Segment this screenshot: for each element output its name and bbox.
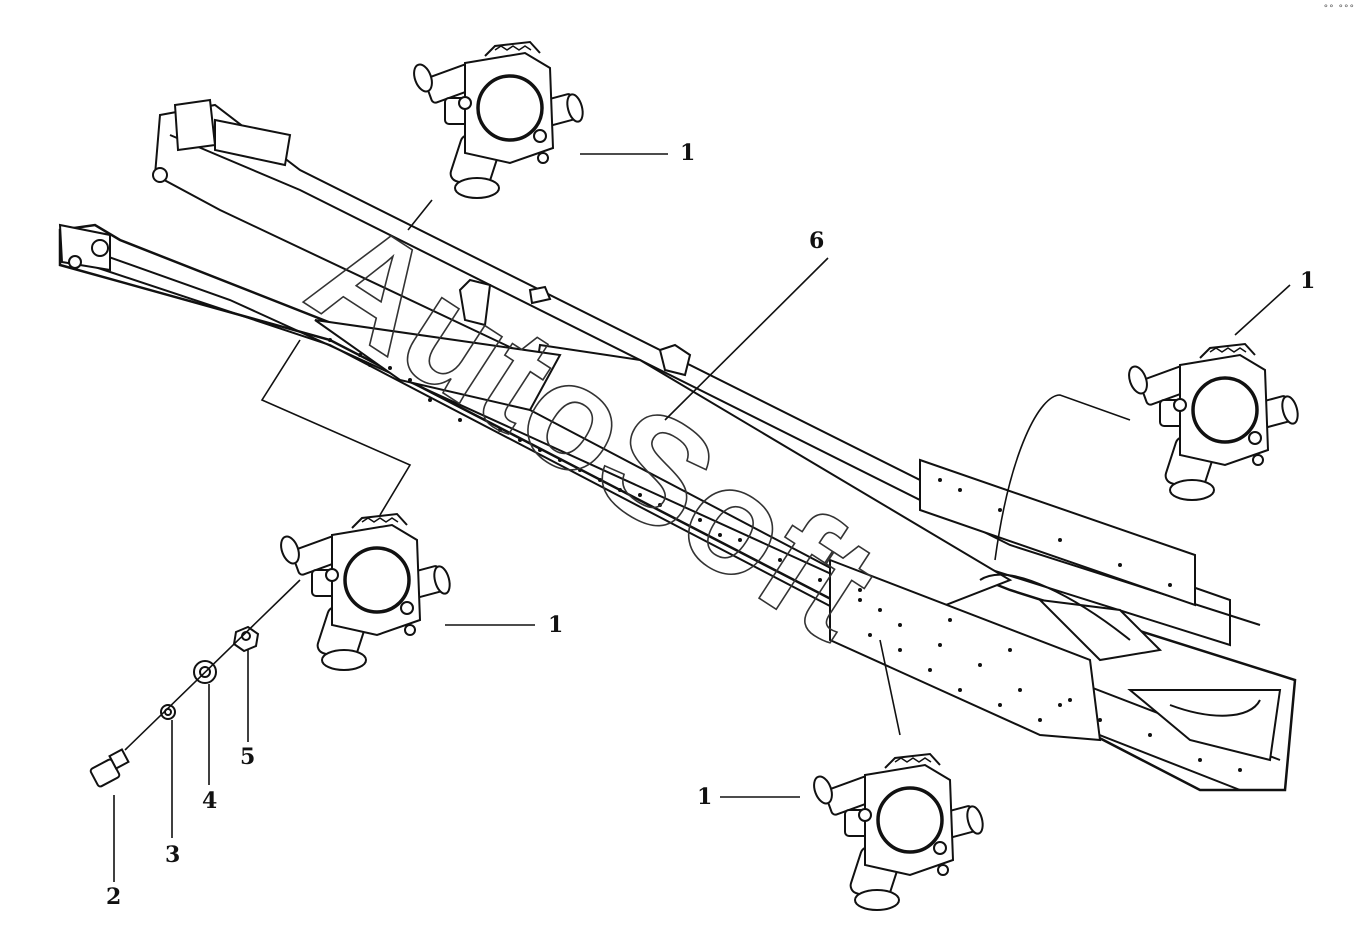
callout-4: 4 (202, 788, 218, 814)
valve-assembly-top (408, 40, 588, 200)
callout-2: 2 (106, 884, 122, 910)
valve-assembly-left (275, 512, 455, 672)
callout-6: 6 (809, 228, 825, 254)
callout-1-top: 1 (680, 140, 696, 166)
frame-rivet-dots (328, 338, 1242, 772)
callout-1-right: 1 (1300, 268, 1316, 294)
valve-assembly-right (1123, 342, 1303, 502)
callout-1-bottom: 1 (697, 784, 713, 810)
chassis-frame (58, 98, 1297, 792)
callout-3: 3 (165, 842, 181, 868)
leader-lines (113, 153, 1291, 882)
mounting-hardware (89, 625, 260, 788)
valve-assembly-bottom (808, 752, 988, 912)
callout-5: 5 (240, 744, 256, 770)
corner-glyph: °° °°° (1323, 4, 1355, 14)
callout-1-left: 1 (548, 612, 564, 638)
